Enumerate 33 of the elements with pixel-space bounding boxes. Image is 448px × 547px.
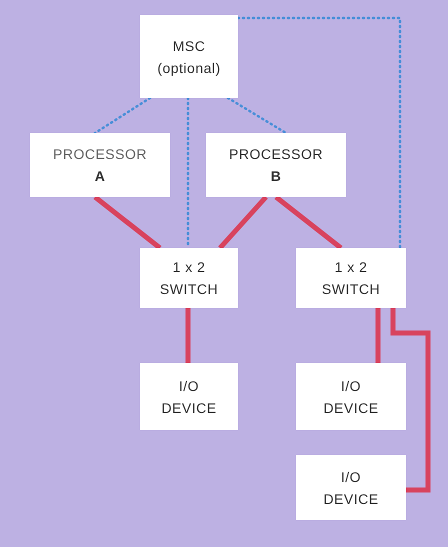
dotted-connector xyxy=(94,96,152,134)
node-label: SWITCH xyxy=(322,281,380,297)
device-box xyxy=(140,363,238,430)
node-label: MSC xyxy=(172,38,206,54)
connector-line xyxy=(376,308,380,363)
node-label: (optional) xyxy=(157,60,221,76)
node-label: DEVICE xyxy=(323,400,379,416)
device-box xyxy=(296,363,406,430)
connector-line xyxy=(93,195,162,250)
dotted-connector xyxy=(226,96,288,134)
node-label: DEVICE xyxy=(323,490,379,506)
node-label: B xyxy=(270,168,282,184)
connector-line xyxy=(186,308,190,363)
controller-box xyxy=(140,15,238,98)
node-label: I/O xyxy=(340,378,362,394)
node-label: I/O xyxy=(178,378,200,394)
processor-box xyxy=(206,133,346,197)
switch-box xyxy=(296,248,406,308)
connector-line xyxy=(218,195,268,250)
node-label: I/O xyxy=(340,468,362,484)
node-label: 1 x 2 xyxy=(172,259,206,275)
node-label: PROCESSOR xyxy=(53,146,147,162)
node-label: A xyxy=(94,168,106,184)
node-label: DEVICE xyxy=(161,400,217,416)
node-label: PROCESSOR xyxy=(229,146,323,162)
connector-line xyxy=(390,308,430,492)
device-box xyxy=(296,455,406,520)
connector-line xyxy=(274,195,343,250)
node-label: SWITCH xyxy=(160,281,218,297)
node-label: 1 x 2 xyxy=(334,259,368,275)
dotted-connector xyxy=(236,16,402,250)
processor-box xyxy=(30,133,170,197)
switch-box xyxy=(140,248,238,308)
